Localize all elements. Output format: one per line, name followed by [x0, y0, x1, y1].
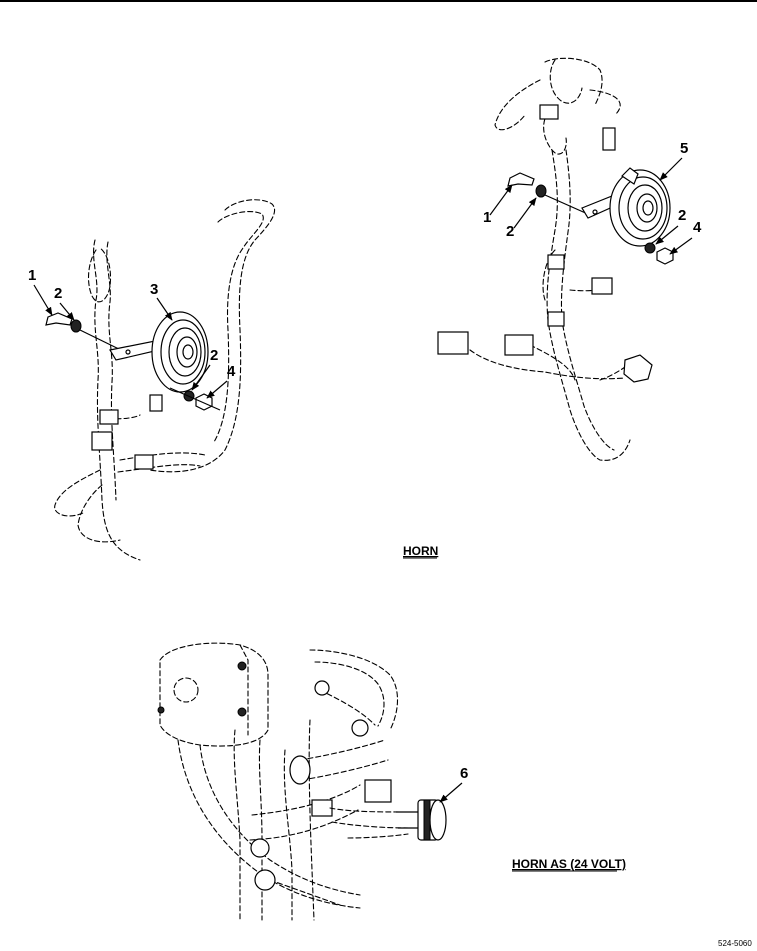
view-caption-horn-as: HORN AS (24 VOLT) — [512, 857, 626, 871]
callout-label: 4 — [693, 219, 702, 236]
horn-as-view: 6 — [157, 642, 468, 921]
callout-label: 1 — [28, 267, 36, 284]
horn-view-left: 1 2 3 2 4 — [28, 199, 276, 561]
callout-label: 2 — [678, 207, 686, 224]
callout-label: 2 — [210, 347, 218, 364]
callout-label: 5 — [680, 140, 688, 157]
callout-label: 3 — [150, 281, 158, 298]
callout-label: 4 — [227, 363, 236, 380]
callout-label: 6 — [460, 765, 468, 782]
view-caption-horn: HORN — [403, 544, 438, 558]
callout-label: 2 — [506, 223, 514, 240]
horn-view-right: 1 2 5 2 4 — [437, 57, 702, 461]
callout-label: 1 — [483, 209, 491, 226]
callout-label: 2 — [54, 285, 62, 302]
figure-number: 524-5060 — [718, 939, 752, 948]
